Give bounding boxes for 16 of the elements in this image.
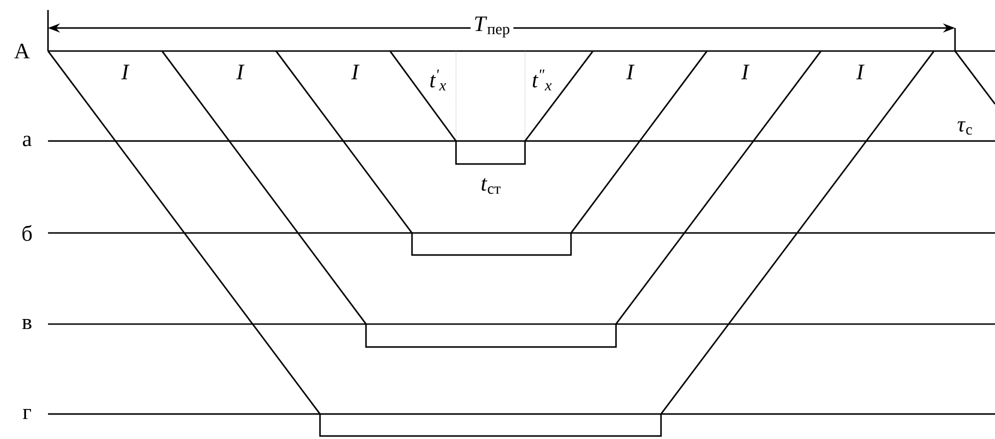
time-label: t$^{'}$x	[430, 70, 446, 90]
time-label: t$_{ст}$	[482, 178, 501, 194]
interval-label: I	[351, 64, 360, 80]
interval-label: I	[626, 64, 635, 80]
time-label: τ$_{с}$	[958, 121, 972, 135]
station-label: б	[22, 225, 32, 241]
station-label: г	[22, 408, 31, 420]
interval-label: I	[741, 64, 750, 80]
station-label: а	[22, 136, 32, 146]
dimension-label: T$_{пер}$	[470, 14, 514, 40]
interval-label: I	[856, 64, 865, 80]
station-label: А	[14, 44, 30, 58]
station-label: в	[22, 318, 32, 330]
interval-label: I	[121, 64, 130, 80]
time-label: t$^{"}$x	[532, 70, 552, 90]
interval-label: I	[236, 64, 245, 80]
